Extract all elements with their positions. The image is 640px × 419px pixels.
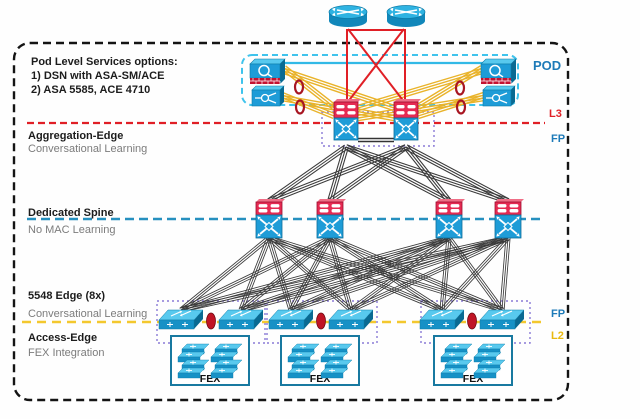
asa-firewall-icon: [249, 58, 286, 84]
nexus-switch-icon: [255, 214, 283, 239]
fex-units-layer: [177, 343, 506, 379]
zone-label-pod: POD: [533, 58, 561, 73]
spine-edge-link: [499, 237, 511, 311]
aggregation-layer-title: Aggregation-Edge: [28, 130, 123, 142]
ace-load-balancer-icon: [251, 85, 285, 107]
agg-spine-link: [267, 144, 408, 204]
l3-switch-module-icon: [316, 199, 346, 216]
l3-switch-module-icon: [255, 199, 285, 216]
zone-label-fp-upper: FP: [551, 133, 565, 145]
spine-edge-link: [289, 235, 451, 313]
router-icon: [386, 5, 426, 27]
fex-unit-icon: [473, 343, 506, 363]
spine-edge-link: [440, 236, 510, 312]
vpc-oval: [316, 312, 326, 330]
port-channel-oval: [293, 79, 305, 95]
fex-unit-icon: [210, 359, 243, 379]
pod-services-note-line3: 2) ASA 5585, ACE 4710: [31, 84, 150, 96]
agg-spine-link: [403, 145, 452, 203]
fex-unit-icon: [473, 359, 506, 379]
nexus5548-switch-icon: [328, 309, 374, 330]
devices-layer: [158, 5, 525, 330]
services-zone-box: [241, 54, 519, 106]
aggregation-switch-icon: [333, 99, 361, 141]
nexus5548-switch-icon: [479, 309, 525, 330]
nexus-switch-icon: [435, 214, 463, 239]
spine-edge-link: [180, 235, 509, 313]
l3-switch-module-icon: [435, 199, 465, 216]
l3-switch-module-icon: [393, 99, 421, 119]
fabric-links-layer: [179, 137, 511, 313]
l3-switch-module-icon: [333, 99, 361, 119]
router-link: [346, 28, 405, 104]
edge-layer-title: 5548 Edge (8x): [28, 290, 105, 302]
port-channel-oval: [454, 80, 466, 96]
pod-services-note-line2: 1) DSN with ASA-SM/ACE: [31, 70, 164, 82]
service-link: [357, 67, 483, 112]
fex-unit-icon: [177, 343, 210, 363]
edge-layer-subtitle: Conversational Learning: [28, 308, 147, 320]
spine-switch-icon: [316, 199, 346, 239]
ace-load-balancer-icon: [482, 85, 516, 107]
spine-switch-icon: [435, 199, 465, 239]
spine-switch-icon: [255, 199, 285, 239]
pod-boundary-box: [12, 41, 570, 402]
pod-services-note-line1: Pod Level Services options:: [31, 56, 178, 68]
l3-switch-module-icon: [494, 199, 524, 216]
aggregation-layer-subtitle: Conversational Learning: [28, 143, 147, 155]
spine-edge-link: [349, 235, 510, 313]
access-layer-title: Access-Edge: [28, 332, 97, 344]
nexus5548-switch-icon: [158, 309, 204, 330]
agg-spine-link: [267, 144, 348, 204]
spine-edge-link: [327, 237, 354, 311]
spine-edge-link: [240, 235, 509, 313]
agg-spine-link: [404, 144, 510, 204]
router-links-layer: [346, 28, 406, 104]
spine-switch-icon: [494, 199, 524, 239]
fex-unit-icon: [210, 343, 243, 363]
nexus5548-switch-icon: [218, 309, 264, 330]
vpc-oval: [206, 312, 216, 330]
nexus5548-switch-icon: [419, 309, 465, 330]
fex-unit-icon: [287, 359, 320, 379]
port-channel-layer: [206, 79, 477, 330]
agg-spine-link: [344, 144, 451, 204]
fex-unit-icon: [440, 343, 473, 363]
router-icon: [328, 5, 368, 27]
spine-edge-link: [329, 235, 503, 313]
asa-firewall-icon: [480, 58, 517, 84]
fex-unit-icon: [320, 343, 353, 363]
zone-label-l2: L2: [551, 330, 564, 342]
fex-unit-icon: [177, 359, 210, 379]
aggregation-switch-icon: [393, 99, 421, 141]
port-channel-oval: [294, 99, 306, 115]
nexus-switch-icon: [494, 214, 522, 239]
zone-label-fp-lower: FP: [551, 308, 565, 320]
zone-label-l3: L3: [549, 108, 562, 120]
nexus-switch-icon: [333, 117, 359, 141]
spine-edge-link: [179, 235, 332, 313]
nexus-switch-icon: [393, 117, 419, 141]
agg-spine-link: [328, 144, 408, 204]
spine-layer-subtitle: No MAC Learning: [28, 224, 115, 236]
nexus5548-switch-icon: [268, 309, 314, 330]
fex-unit-icon: [320, 359, 353, 379]
nexus-switch-icon: [316, 214, 344, 239]
agg-peer-link: [358, 137, 394, 143]
spine-layer-title: Dedicated Spine: [28, 207, 114, 219]
fex-unit-icon: [287, 343, 320, 363]
port-channel-oval: [455, 99, 467, 115]
fex-unit-icon: [440, 359, 473, 379]
vpc-oval: [467, 312, 477, 330]
access-layer-subtitle: FEX Integration: [28, 347, 104, 359]
